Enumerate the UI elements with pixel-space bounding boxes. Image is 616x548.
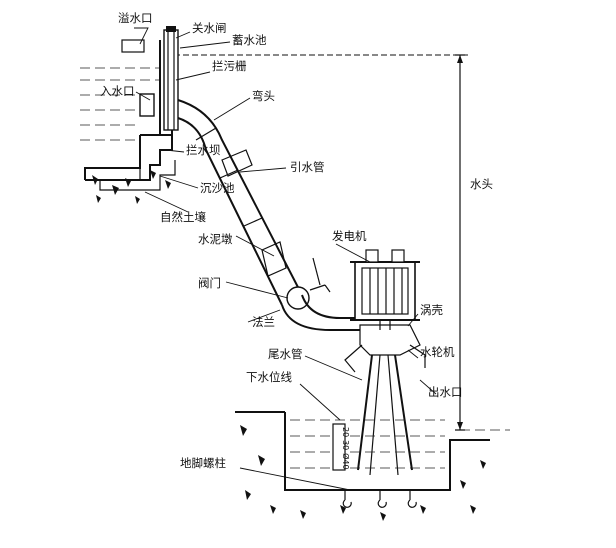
label-generator: 发电机 bbox=[332, 229, 367, 243]
upper-reservoir bbox=[80, 40, 470, 141]
label-turbine: 水轮机 bbox=[420, 345, 455, 359]
gauge-label: 20-30-Ø40 bbox=[341, 427, 351, 470]
leader-lines bbox=[134, 27, 437, 491]
label-cement-pier: 水泥墩 bbox=[198, 232, 233, 246]
label-flange: 法兰 bbox=[252, 315, 275, 329]
valve bbox=[286, 257, 331, 310]
label-settling-pond: 沉沙池 bbox=[200, 181, 235, 195]
lower-pipe bbox=[281, 294, 362, 331]
label-dam: 拦水坝 bbox=[186, 143, 221, 157]
labels: 溢水口 关水闸 蓄水池 拦污栅 入水口 弯头 拦水坝 引水管 沉沙池 自然土壤 … bbox=[100, 11, 493, 470]
label-head: 水头 bbox=[470, 177, 493, 191]
label-bend: 弯头 bbox=[252, 89, 275, 103]
label-inlet: 入水口 bbox=[100, 84, 135, 98]
head-dimension bbox=[455, 54, 465, 431]
draft-tube bbox=[357, 354, 413, 476]
label-anchor-bolt: 地脚螺柱 bbox=[180, 456, 226, 470]
label-draft-tube: 尾水管 bbox=[268, 347, 303, 361]
label-reservoir: 蓄水池 bbox=[232, 33, 267, 47]
label-tailwater-line: 下水位线 bbox=[246, 370, 292, 384]
gate-column bbox=[163, 26, 179, 131]
label-spillway: 溢水口 bbox=[118, 11, 153, 25]
label-penstock: 引水管 bbox=[290, 160, 325, 174]
label-gate-close: 关水闸 bbox=[192, 21, 227, 35]
turbine bbox=[344, 320, 426, 373]
label-volute: 涡壳 bbox=[420, 303, 443, 317]
inlet-box bbox=[139, 93, 155, 117]
label-valve: 阀门 bbox=[198, 276, 221, 290]
penstock-pipe bbox=[177, 99, 303, 306]
spillway-box bbox=[121, 39, 145, 53]
gauge-post bbox=[332, 423, 346, 471]
label-natural-soil: 自然土壤 bbox=[160, 210, 206, 224]
generator bbox=[350, 249, 420, 321]
tailwater-pit bbox=[235, 411, 510, 521]
dam-structure bbox=[84, 134, 176, 204]
label-outlet: 出水口 bbox=[428, 385, 463, 399]
label-trash-rack: 拦污栅 bbox=[212, 59, 247, 73]
